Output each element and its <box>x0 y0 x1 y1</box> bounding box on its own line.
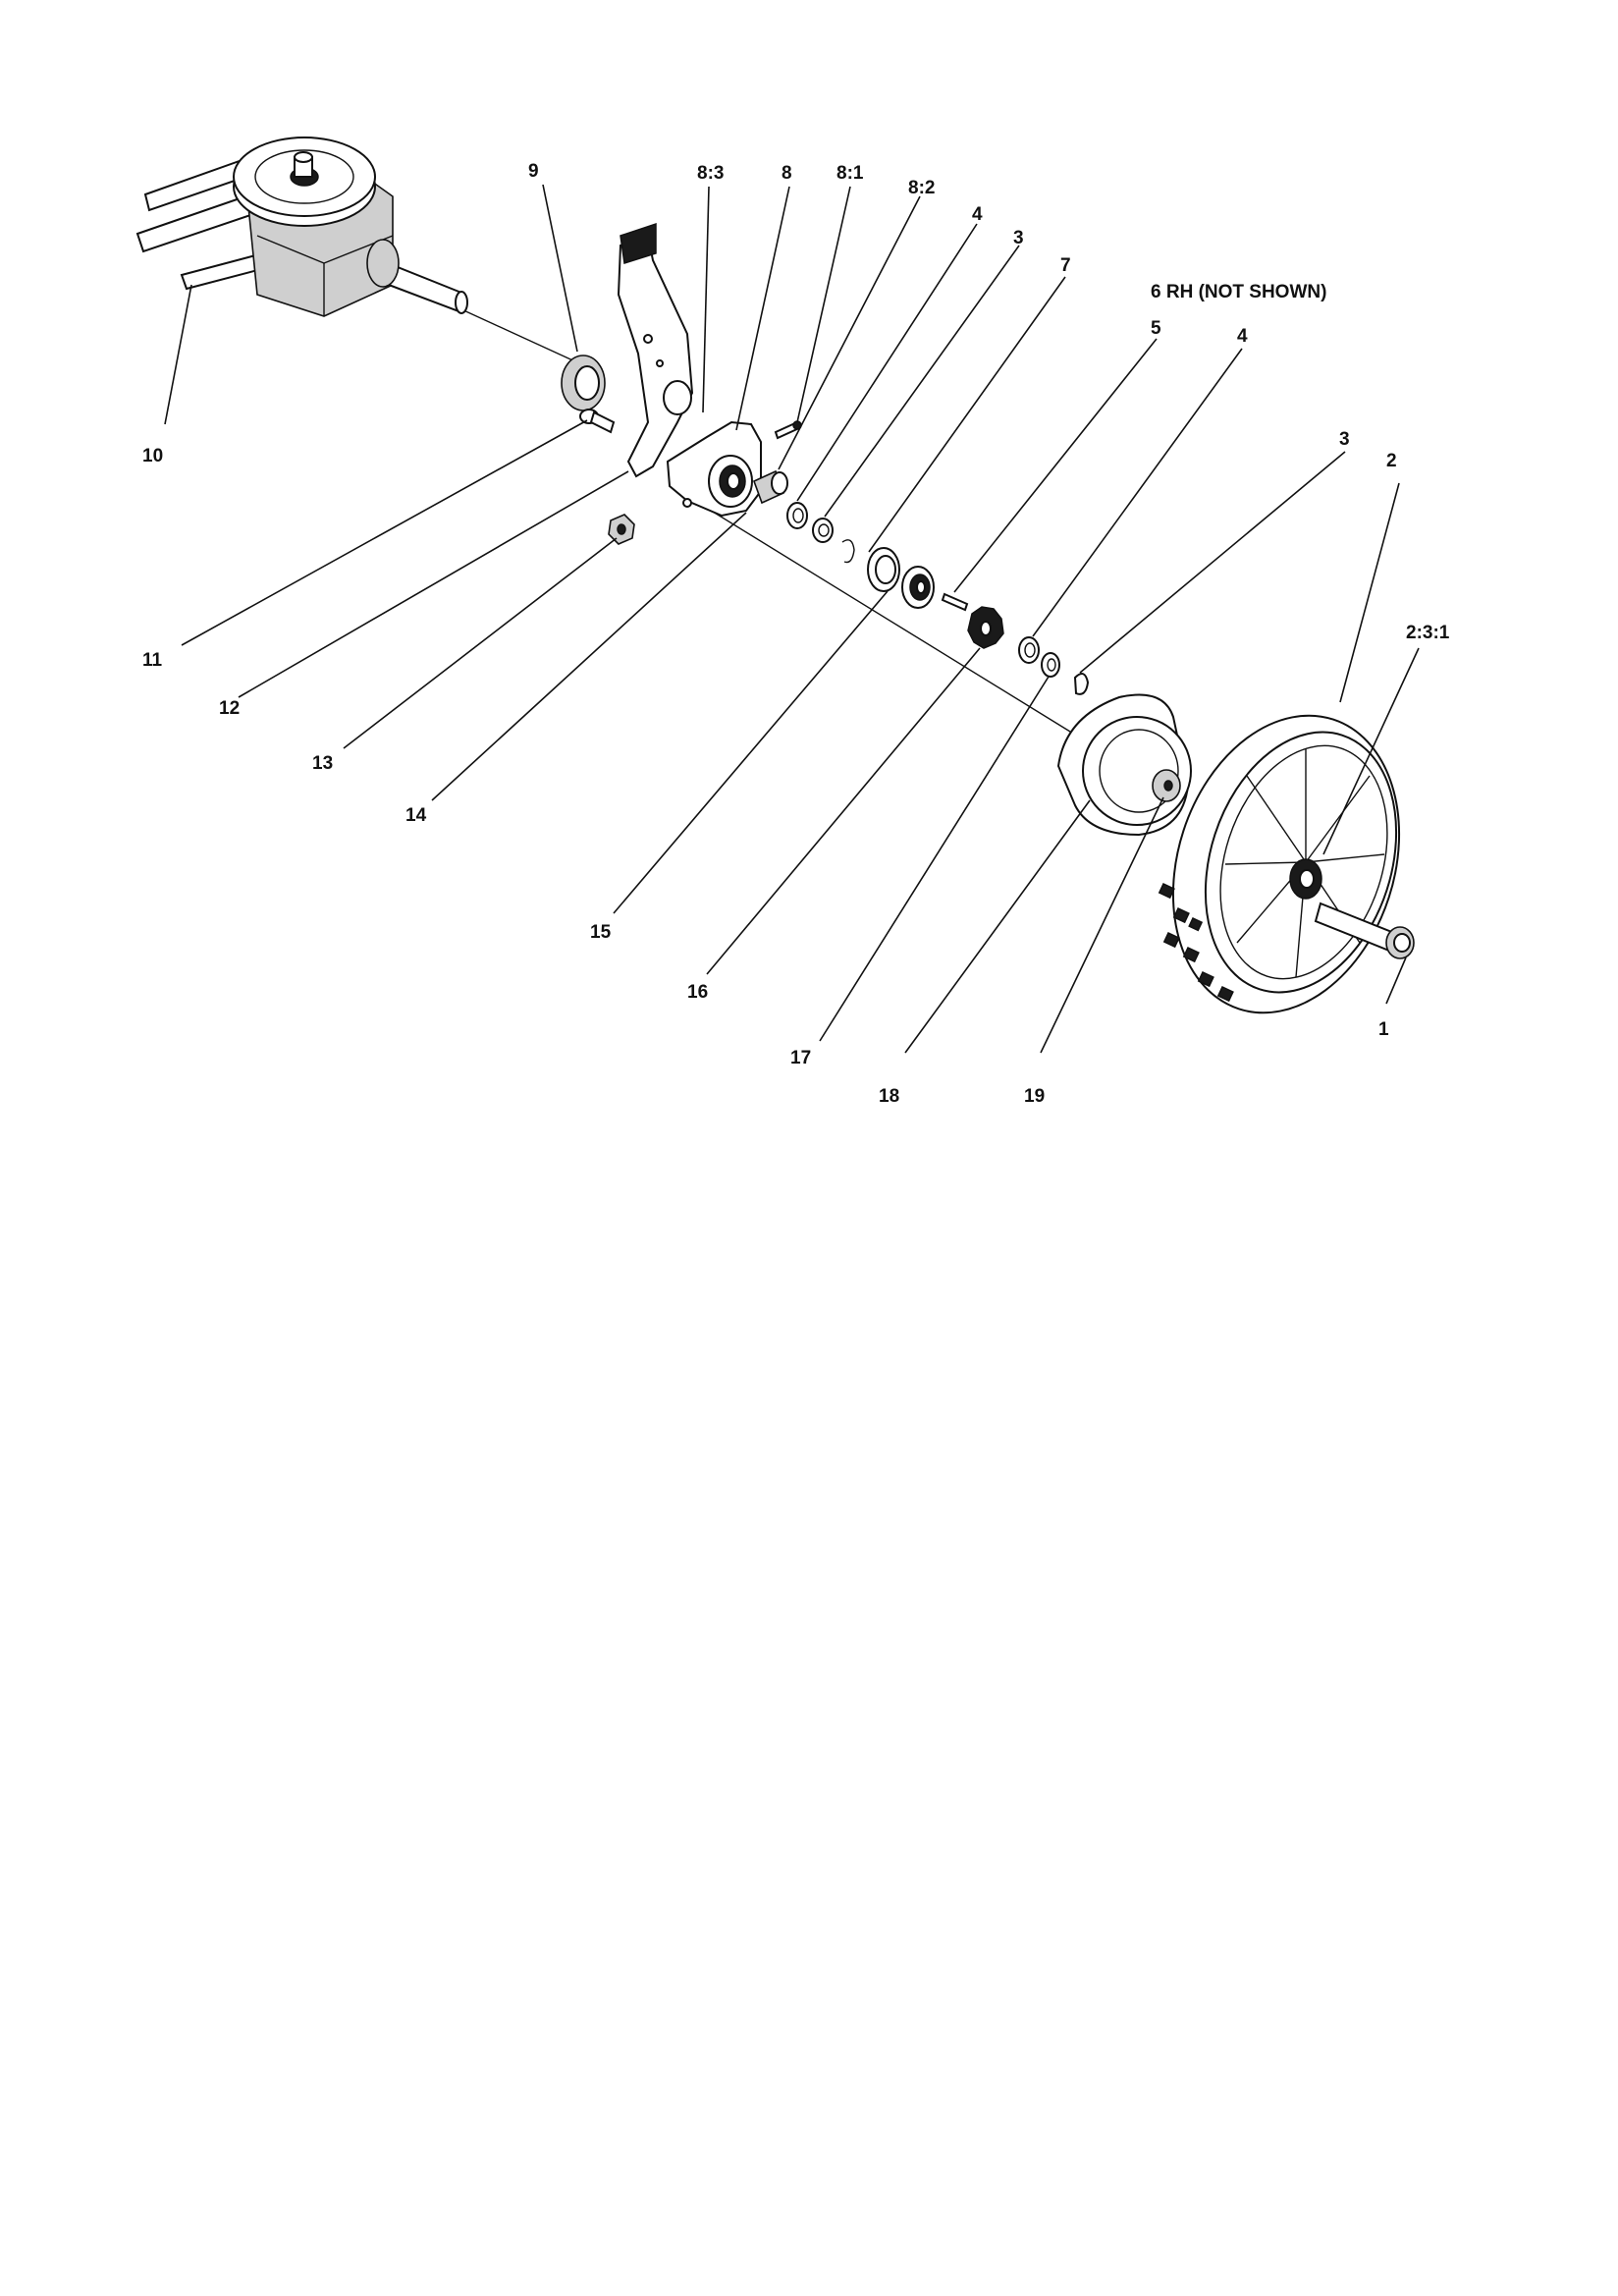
pin-part-5 <box>941 592 969 612</box>
callout-18: 18 <box>879 1086 899 1107</box>
washer-part-18 <box>1041 652 1060 678</box>
assembly-axis-line <box>686 495 1071 733</box>
callout-11: 11 <box>142 650 163 671</box>
callout-4a: 4 <box>972 204 983 225</box>
callout-2-3-1: 2:3:1 <box>1406 623 1450 643</box>
bearing-part-16 <box>901 566 935 609</box>
callout-19: 19 <box>1024 1086 1045 1107</box>
nut-part-15 <box>608 514 635 545</box>
pinion-gear-part-17 <box>967 606 1004 649</box>
callout-4b: 4 <box>1237 326 1248 347</box>
callout-8-1: 8:1 <box>836 163 864 184</box>
washer-part-4a <box>786 502 808 529</box>
height-adjuster-bracket <box>617 222 694 478</box>
seal-ring-part-9 <box>561 355 606 411</box>
callout-12: 12 <box>219 698 240 719</box>
callout-14: 14 <box>405 805 427 826</box>
retainer-clip-part-3a <box>812 518 834 543</box>
callout-1: 1 <box>1378 1019 1389 1040</box>
callout-13: 13 <box>312 753 333 774</box>
hubcap-part-19 <box>1056 693 1192 837</box>
leader-lines <box>164 184 1420 1054</box>
gearbox-assembly <box>135 137 468 317</box>
ring-part-7 <box>867 547 900 592</box>
adjuster-plate-part-8 <box>666 420 802 518</box>
callout-3b: 3 <box>1339 429 1350 450</box>
clip-part-3b <box>1073 673 1090 695</box>
callout-9: 9 <box>528 161 539 182</box>
callout-3a: 3 <box>1013 228 1024 248</box>
callout-17: 17 <box>790 1048 811 1068</box>
callout-8: 8 <box>782 163 792 184</box>
callout-5: 5 <box>1151 318 1161 339</box>
callout-labels: 9 8:3 8 8:1 8:2 4 3 7 6 RH (NOT SHOWN) 5… <box>142 161 1450 1107</box>
washer-part-4b <box>1018 636 1040 664</box>
callout-10: 10 <box>142 446 163 466</box>
bolt-part-11 <box>579 409 616 434</box>
axle-bolt-part-1 <box>1314 902 1415 959</box>
callout-8-3: 8:3 <box>697 163 724 184</box>
callout-2: 2 <box>1386 451 1397 471</box>
note-6-rh-not-shown: 6 RH (NOT SHOWN) <box>1151 282 1326 302</box>
callout-7: 7 <box>1060 255 1071 276</box>
callout-8-2: 8:2 <box>908 178 935 198</box>
shaft-axis-line <box>460 308 580 364</box>
clip-part-3a-hook <box>841 539 855 564</box>
callout-16: 16 <box>687 982 708 1003</box>
callout-15: 15 <box>590 922 612 943</box>
